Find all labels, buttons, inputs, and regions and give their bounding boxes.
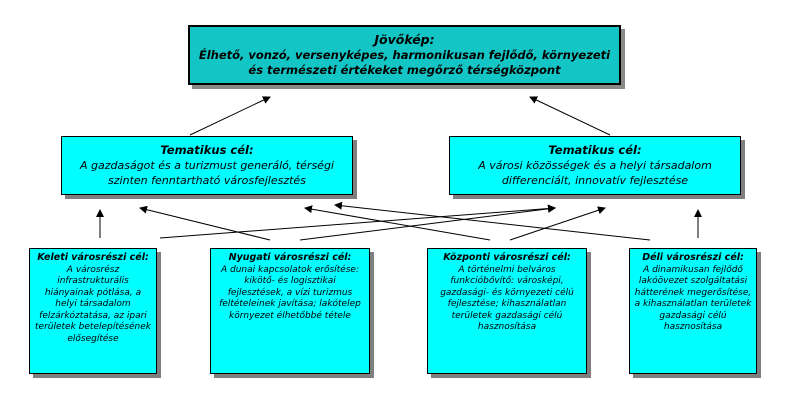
goal-box-east: Keleti városrészi cél: A városrész infra… <box>29 248 157 374</box>
arrow-goal4-to-theme1 <box>334 201 651 241</box>
theme-2-text: A városi közösségek és a helyi társadalo… <box>478 159 712 187</box>
vision-box: Jövőkép: Élhető, vonzó, versenyképes, ha… <box>188 25 621 85</box>
goal-south-title: Déli városrészi cél: <box>642 252 744 263</box>
theme-1-text: A gazdaságot és a turizmust generáló, té… <box>79 159 334 187</box>
arrow-goal2-to-theme1 <box>139 205 271 241</box>
goal-west-text: A dunai kapcsolatok erősítése: kikötő- é… <box>219 264 361 321</box>
goal-west-title: Nyugati városrészi cél: <box>228 252 352 263</box>
theme-box-2: Tematikus cél: A városi közösségek és a … <box>449 136 741 195</box>
arrow-goal2-to-theme2 <box>299 204 556 241</box>
goal-south-text: A dinamikusan fejlődő lakóövezet szolgál… <box>634 264 752 333</box>
goal-box-west: Nyugati városrészi cél: A dunai kapcsola… <box>210 248 370 374</box>
arrow-theme1-to-vision <box>189 96 271 136</box>
theme-box-1: Tematikus cél: A gazdaságot és a turizmu… <box>61 136 353 195</box>
theme-2-title: Tematikus cél: <box>548 143 642 157</box>
arrow-theme2-to-vision <box>529 96 611 136</box>
goal-center-text: A történelmi belváros funkcióbővítő: vár… <box>440 264 574 333</box>
goal-east-text: A városrész infrastrukturális hiányainak… <box>35 264 151 345</box>
arrow-goal3-to-theme1 <box>304 205 491 241</box>
vision-text: Élhető, vonzó, versenyképes, harmonikusa… <box>198 47 611 78</box>
goal-box-south: Déli városrészi cél: A dinamikusan fejlő… <box>629 248 757 374</box>
arrow-goal1-to-theme2 <box>159 204 556 239</box>
theme-1-title: Tematikus cél: <box>160 143 254 157</box>
arrow-goal3-to-theme2 <box>509 206 606 241</box>
goal-east-title: Keleti városrészi cél: <box>37 252 149 263</box>
goal-center-title: Központi városrészi cél: <box>443 252 571 263</box>
goal-box-center: Központi városrészi cél: A történelmi be… <box>427 248 587 374</box>
vision-title: Jövőkép: <box>374 31 435 47</box>
